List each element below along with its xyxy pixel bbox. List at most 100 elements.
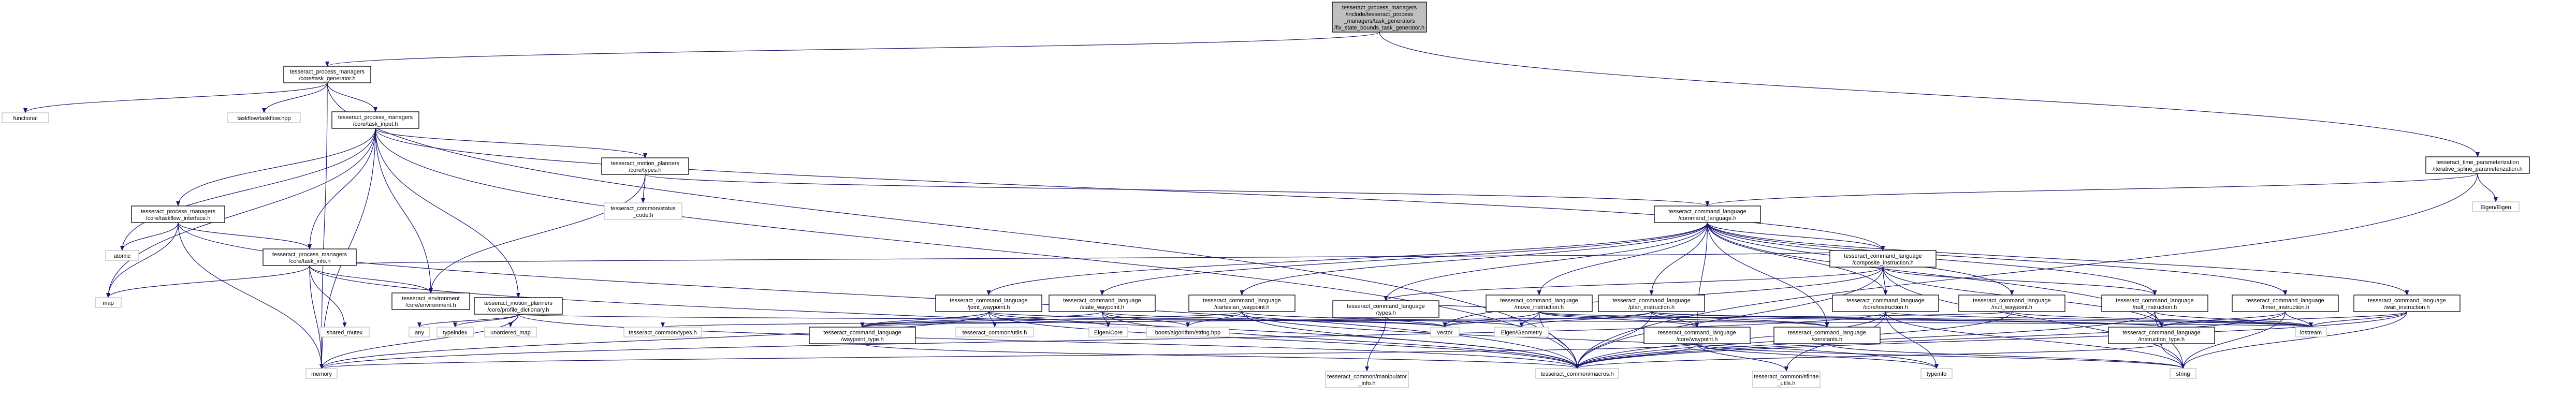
node-motion-types[interactable]: tesseract_motion_planners/core/types.h bbox=[601, 157, 689, 175]
edge-task-generator-to-taskflow bbox=[262, 82, 328, 113]
node-label: tesseract_process_managers bbox=[338, 114, 413, 121]
node-label: tesseract_command_language bbox=[1658, 330, 1736, 336]
node-box bbox=[1535, 368, 1619, 379]
node-typeinfo: typeinfo bbox=[1920, 368, 1953, 379]
edge-state-waypoint-to-boost-string bbox=[1101, 311, 1190, 328]
node-label: /state_waypoint.h bbox=[1080, 304, 1125, 311]
node-root[interactable]: tesseract_process_managers/include/tesse… bbox=[1332, 2, 1427, 33]
node-task-generator[interactable]: tesseract_process_managers/core/task_gen… bbox=[283, 66, 371, 83]
edge-core-instruction-to-typeinfo bbox=[1885, 311, 1939, 369]
edge-task-input-to-motion-types bbox=[375, 128, 647, 158]
node-box bbox=[1920, 368, 1953, 379]
dependency-edges bbox=[23, 32, 2498, 372]
node-label: tesseract_common/status bbox=[610, 205, 676, 212]
edge-core-instruction-to-string bbox=[1885, 311, 2185, 369]
node-unordered-map: unordered_map bbox=[484, 327, 537, 337]
edge-task-generator-to-task-input bbox=[327, 82, 377, 112]
node-environment[interactable]: tesseract_environment/core/environment.h bbox=[391, 292, 470, 310]
node-label: tesseract_motion_planners bbox=[611, 160, 680, 167]
node-instruction-type[interactable]: tesseract_command_language/instruction_t… bbox=[2108, 327, 2215, 344]
node-cl-types[interactable]: tesseract_command_language/types.h bbox=[1332, 300, 1439, 318]
edge-time-param-to-macros bbox=[1575, 173, 2478, 369]
edge-task-info-to-map bbox=[106, 265, 310, 298]
node-label: tesseract_command_language bbox=[1846, 298, 1924, 304]
node-box bbox=[263, 248, 357, 266]
node-label: /instruction_type.h bbox=[2138, 336, 2185, 343]
edge-motion-types-to-environment bbox=[429, 174, 646, 293]
node-label: tesseract_process_managers bbox=[141, 209, 216, 215]
node-box bbox=[2232, 295, 2339, 312]
node-iostream: iostream bbox=[2295, 327, 2327, 337]
node-label: /composite_instruction.h bbox=[1852, 260, 1914, 266]
node-box bbox=[95, 297, 122, 308]
node-label: Eigen/Eigen bbox=[2480, 204, 2511, 211]
node-box bbox=[1598, 295, 1705, 312]
node-label: tesseract_command_language bbox=[1668, 209, 1746, 215]
edge-root-to-time-param bbox=[1379, 32, 2480, 157]
node-label: /null_instruction.h bbox=[2133, 304, 2177, 311]
node-null-waypoint[interactable]: tesseract_command_language/null_waypoint… bbox=[1958, 295, 2065, 312]
edge-task-input-to-atomic bbox=[120, 128, 376, 251]
node-joint-waypoint[interactable]: tesseract_command_language/joint_waypoin… bbox=[935, 295, 1042, 312]
node-label: /waypoint_type.h bbox=[841, 336, 884, 343]
edge-cartesian-waypoint-to-macros bbox=[1241, 311, 1579, 369]
node-label: memory bbox=[311, 371, 332, 377]
edge-state-waypoint-to-eigen-core bbox=[1101, 311, 1111, 328]
edge-instruction-type-to-macros bbox=[1575, 343, 2162, 369]
node-wait-instruction[interactable]: tesseract_command_language/wait_instruct… bbox=[2353, 295, 2461, 312]
edge-plan-instruction-to-vector bbox=[1443, 311, 1652, 328]
node-timer-instruction[interactable]: tesseract_command_language/timer_instruc… bbox=[2232, 295, 2339, 312]
node-label: tesseract_command_language bbox=[2246, 298, 2324, 304]
node-task-info[interactable]: tesseract_process_managers/core/task_inf… bbox=[263, 248, 357, 266]
node-label: /wait_instruction.h bbox=[2384, 304, 2429, 311]
node-label: unordered_map bbox=[490, 330, 531, 336]
node-label: tesseract_command_language bbox=[2116, 298, 2193, 304]
node-plan-instruction[interactable]: tesseract_command_language/plan_instruct… bbox=[1598, 295, 1705, 312]
node-box bbox=[1049, 295, 1156, 312]
node-label: tesseract_common/sfinae bbox=[1754, 374, 1818, 380]
edge-move-instruction-to-instruction-type bbox=[1538, 311, 2163, 328]
edge-task-info-to-composite bbox=[309, 250, 1884, 266]
node-label: tesseract_command_language bbox=[1844, 253, 1922, 259]
node-composite[interactable]: tesseract_command_language/composite_ins… bbox=[1829, 250, 1937, 268]
node-box bbox=[604, 202, 682, 220]
node-taskflow-interface[interactable]: tesseract_process_managers/core/taskflow… bbox=[131, 205, 225, 223]
node-label: /include/tesseract_process bbox=[1346, 11, 1414, 18]
node-box bbox=[1829, 250, 1937, 268]
node-label: tesseract_time_parameterization bbox=[2436, 159, 2519, 166]
node-label: tesseract_common/utils.h bbox=[963, 330, 1027, 336]
node-string: string bbox=[2170, 368, 2196, 379]
node-label: /core/types.h bbox=[629, 167, 662, 173]
edge-command-language-to-cl-types bbox=[1384, 222, 1708, 301]
node-box bbox=[436, 327, 474, 337]
node-constants[interactable]: tesseract_command_language/constants.h bbox=[1773, 327, 1881, 344]
node-label: map bbox=[103, 300, 113, 306]
node-label: tesseract_command_language bbox=[950, 298, 1027, 304]
edge-command-language-to-core-instruction bbox=[1707, 222, 1888, 296]
edge-null-instruction-to-iostream bbox=[2154, 311, 2313, 328]
node-state-waypoint[interactable]: tesseract_command_language/state_waypoin… bbox=[1049, 295, 1156, 312]
node-task-input[interactable]: tesseract_process_managers/core/task_inp… bbox=[331, 111, 419, 129]
node-waypoint-type[interactable]: tesseract_command_language/waypoint_type… bbox=[809, 327, 916, 344]
node-shared-mutex: shared_mutex bbox=[319, 327, 370, 337]
node-label: /move_instruction.h bbox=[1515, 304, 1564, 311]
node-time-param[interactable]: tesseract_time_parameterization/iterativ… bbox=[2425, 156, 2530, 174]
node-label: /command_language.h bbox=[1679, 215, 1737, 222]
edge-plan-instruction-to-constants bbox=[1651, 311, 1829, 328]
node-core-waypoint[interactable]: tesseract_command_language/core/waypoint… bbox=[1643, 327, 1751, 344]
node-cartesian-waypoint[interactable]: tesseract_command_language/cartesian_way… bbox=[1188, 295, 1296, 312]
node-profile-dict[interactable]: tesseract_motion_planners/core/profile_d… bbox=[474, 297, 563, 315]
node-label: typeinfo bbox=[1927, 371, 1947, 377]
node-label: tesseract_command_language bbox=[1500, 298, 1578, 304]
edge-state-waypoint-to-vector bbox=[1101, 311, 1447, 328]
node-label: /cartesian_waypoint.h bbox=[1214, 304, 1269, 311]
node-command-language[interactable]: tesseract_command_language/command_langu… bbox=[1654, 205, 1761, 223]
edge-taskflow-interface-to-map bbox=[106, 222, 179, 298]
edge-constants-to-string bbox=[1826, 343, 2185, 369]
edge-instruction-type-to-string bbox=[2161, 343, 2185, 369]
node-move-instruction[interactable]: tesseract_command_language/move_instruct… bbox=[1486, 295, 1593, 312]
node-null-instruction[interactable]: tesseract_command_language/null_instruct… bbox=[2101, 295, 2208, 312]
edge-joint-waypoint-to-waypoint-type bbox=[860, 311, 989, 328]
node-core-instruction[interactable]: tesseract_command_language/core/instruct… bbox=[1832, 295, 1939, 312]
edge-wait-instruction-to-macros bbox=[1575, 311, 2408, 369]
